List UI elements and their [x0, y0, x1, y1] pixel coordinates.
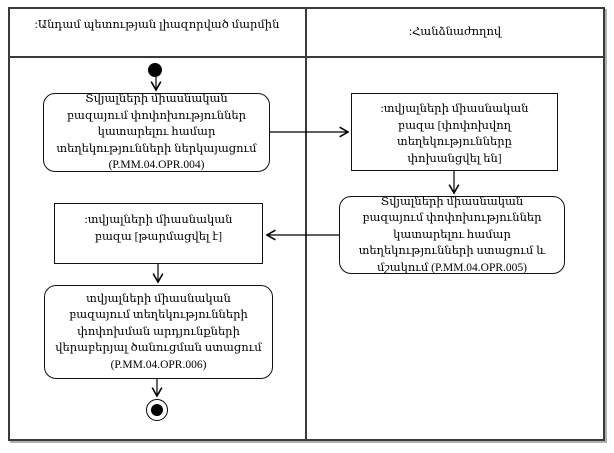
object-node-unified-database-transferred: :տվյալների միասնական բազա [փոփոխվող տեղե… [351, 93, 558, 171]
action-node-label: Տվյալների միասնական բազայում փոփոխությու… [56, 93, 257, 172]
activity-final-node-dot [151, 404, 163, 416]
object-node-unified-database-updated: :տվյալների միասնական բազա [թարմացվել է] [54, 203, 263, 264]
object-node-label: :տվյալների միասնական բազա [թարմացվել է] [84, 214, 233, 243]
lane-divider [305, 7, 307, 441]
action-node-label: Տվյալների միասնական բազայում փոփոխությու… [358, 195, 546, 274]
lane-label: :Անդամ պետության լիազորված մարմին [34, 19, 280, 31]
object-node-label: :տվյալների միասնական բազա [փոփոխվող տեղե… [380, 103, 529, 165]
action-node-submit-information-opr004: Տվյալների միասնական բազայում փոփոխությու… [43, 93, 270, 172]
lane-header-separator [8, 56, 605, 58]
lane-header-commission: :Հանձնաժողով [307, 25, 603, 39]
action-node-label: տվյալների միասնական բազայում տեղեկությու… [55, 292, 262, 371]
activity-final-node-icon [146, 399, 168, 421]
lane-header-member-state-body: :Անդամ պետության լիազորված մարմին [10, 18, 304, 32]
action-node-receive-process-information-opr005: Տվյալների միասնական բազայում փոփոխությու… [339, 196, 565, 274]
action-node-receive-notification-opr006: տվյալների միասնական բազայում տեղեկությու… [44, 285, 273, 379]
initial-node-icon [148, 63, 162, 77]
lane-label: :Հանձնաժողով [408, 26, 502, 38]
